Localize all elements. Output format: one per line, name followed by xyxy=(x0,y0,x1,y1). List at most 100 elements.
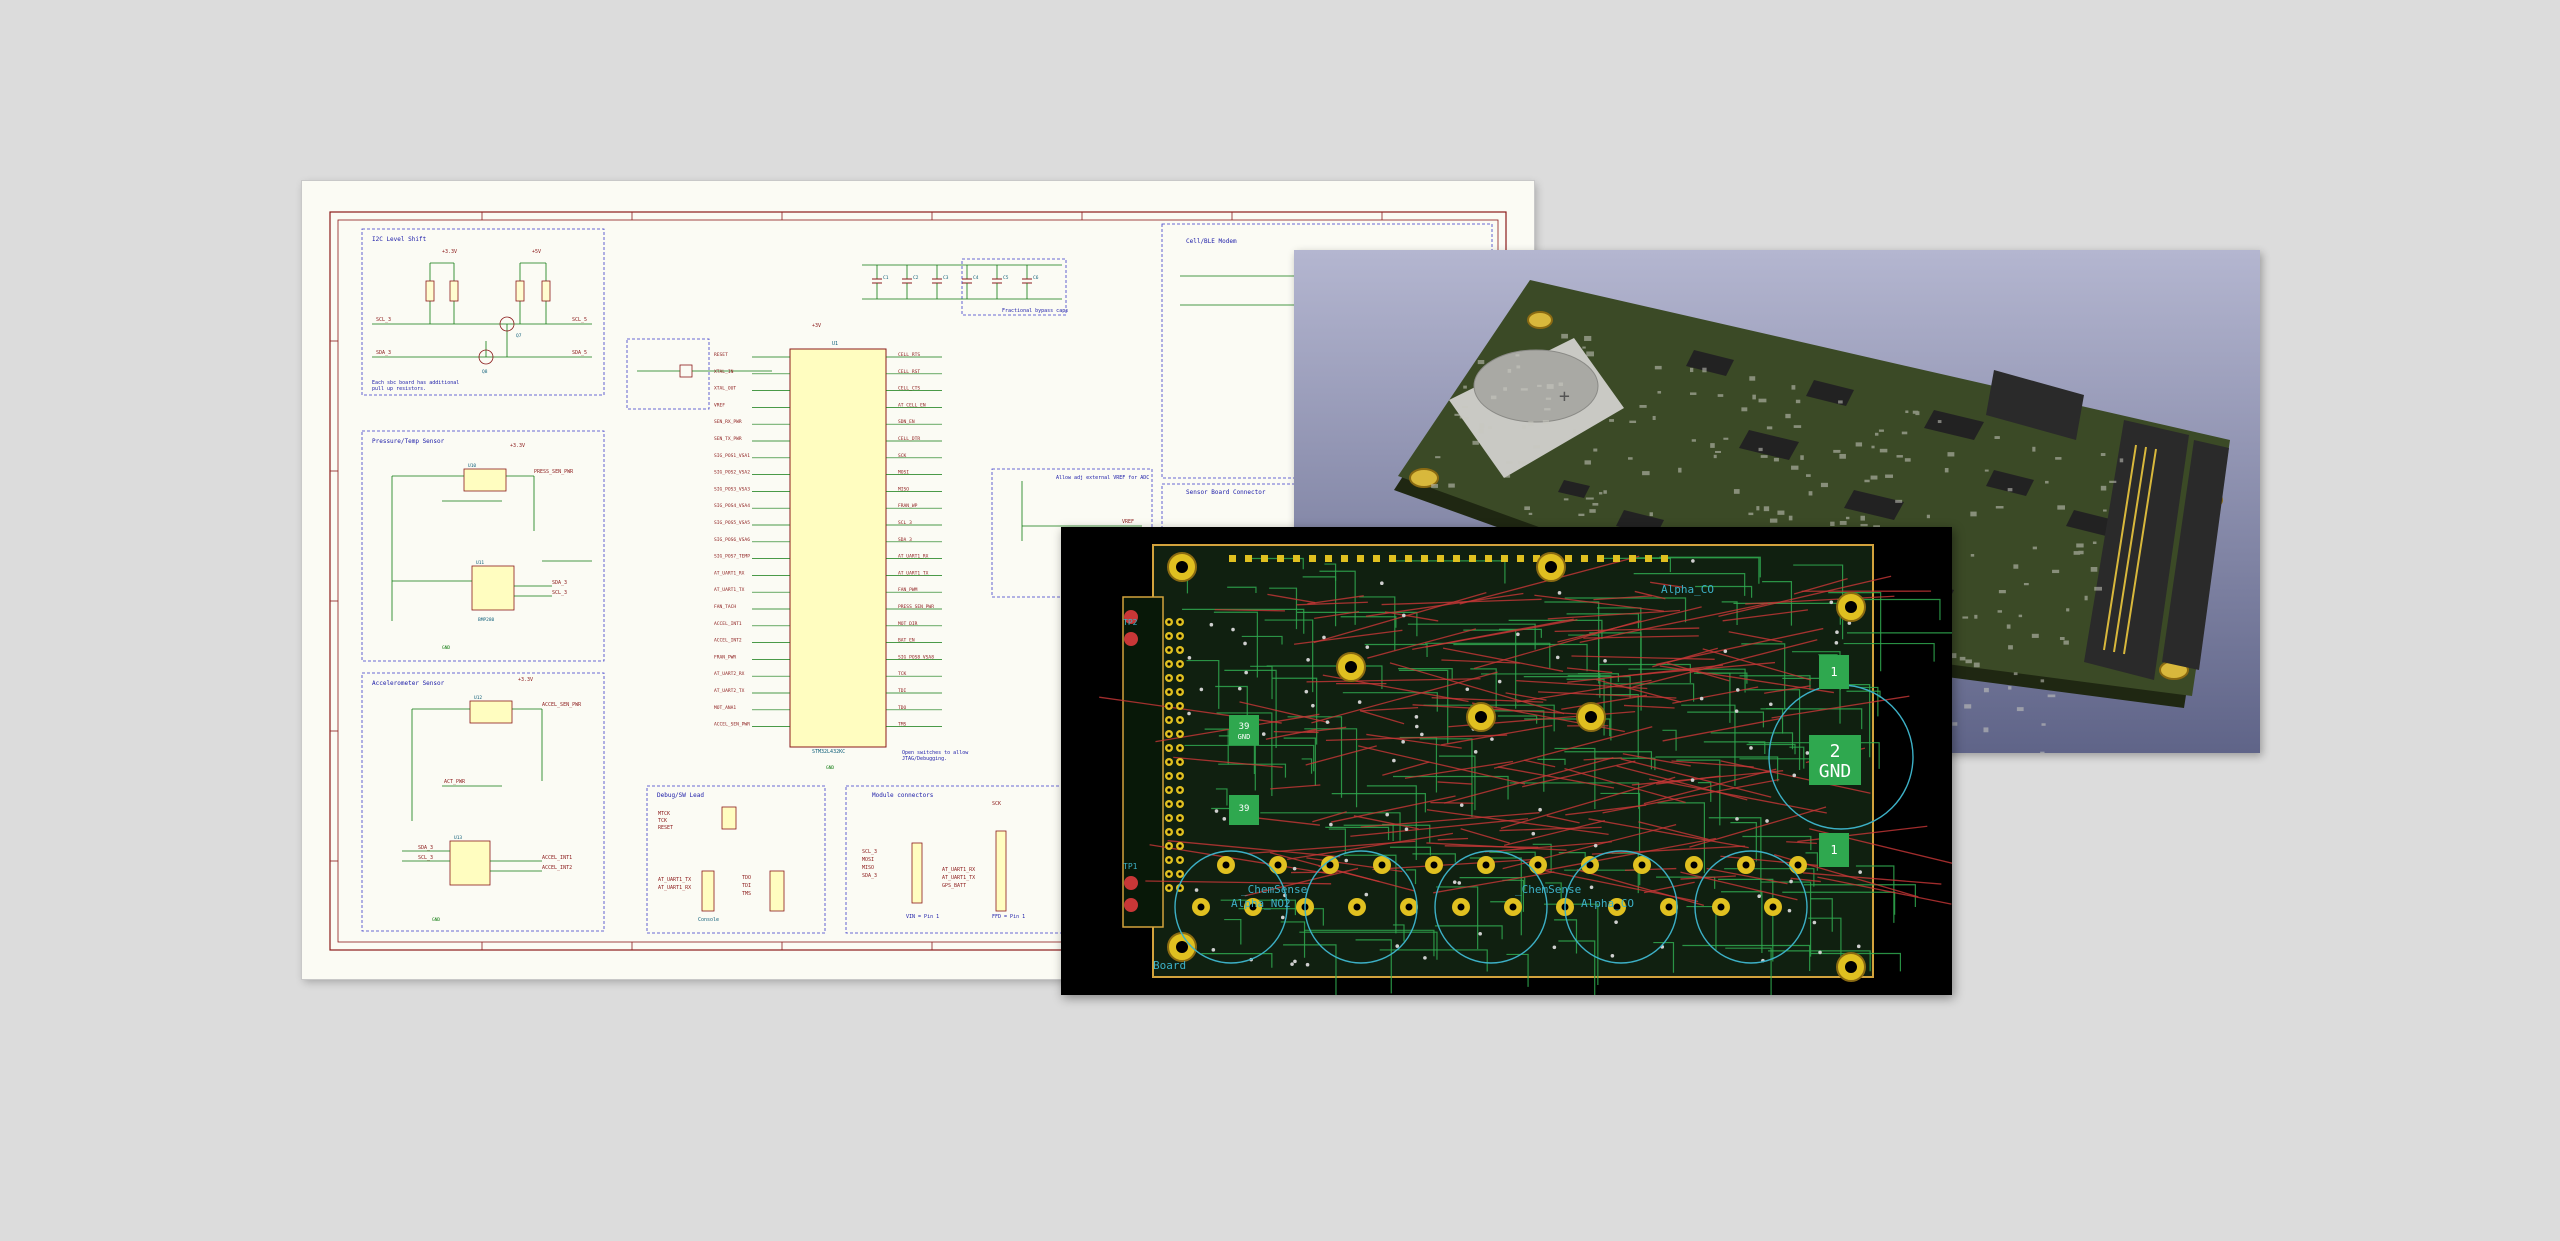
tp1-label: TP1 xyxy=(1123,862,1138,871)
silk-chemsense: _ChemSense xyxy=(1241,883,1307,896)
u10-ic xyxy=(463,468,507,492)
mcu-left-net: AT_UART2_RX xyxy=(714,671,745,677)
mcu-left-net: SIG_POS2_VSA2 xyxy=(714,470,750,476)
cap-ref: C3 xyxy=(943,275,949,281)
u39-top xyxy=(1229,715,1259,745)
mcu-right-net: SCL_3 xyxy=(898,520,912,526)
mcu-left-net: SIG_POS6_VSA6 xyxy=(714,537,750,543)
mcu-right-net: TDO xyxy=(898,705,907,711)
schematic-canvas: I2C Level Shift +3.3V +5V SCL_3 SDA_3 SC… xyxy=(329,211,1507,951)
i2c-note-2: pull up resistors. xyxy=(372,386,426,392)
mcu-right-net: CELL_CTS xyxy=(898,386,920,392)
mcu-right-net: AT_UART1_TX xyxy=(898,570,929,576)
svg-text:GND: GND xyxy=(826,765,834,771)
silk-alpha-co-top: Alpha_CO xyxy=(1661,583,1714,596)
svg-text:MISO: MISO xyxy=(862,865,874,871)
mcu-left-net: FRAN_PWR xyxy=(714,654,736,660)
svg-text:39: 39 xyxy=(1239,722,1250,732)
mcu-right-net: FAN_PWM xyxy=(898,587,918,593)
pressure-rail: +3.3V xyxy=(510,443,525,449)
mcu-left-net: SEN_RX_PWR xyxy=(714,419,742,425)
top-row-pads xyxy=(1229,555,1668,562)
accel-block-title: Accelerometer Sensor xyxy=(372,680,445,687)
svg-text:AT_UART1_RX: AT_UART1_RX xyxy=(658,885,691,891)
battery-holder: + xyxy=(1449,338,1624,478)
silk-alpha-no2: Alpha_NO2 xyxy=(1231,897,1291,910)
mcu-left-net: SIG_POS3_VSA3 xyxy=(714,486,750,492)
svg-text:MTCK: MTCK xyxy=(658,811,670,817)
tp2-label: TP2 xyxy=(1123,618,1138,627)
mcu-left-net: VREF xyxy=(714,402,725,408)
mcu-left-net: ACCEL_SEN_PWR xyxy=(714,722,750,728)
mcu-left-net: ACCEL_INT1 xyxy=(714,621,742,627)
rail-3v3: +3.3V xyxy=(442,249,457,255)
q8-ref: Q8 xyxy=(482,369,488,375)
sensor-footprints xyxy=(1174,684,1914,964)
cell-block-title: Cell/BLE Modem xyxy=(1186,238,1237,245)
svg-text:1: 1 xyxy=(1830,843,1837,857)
mcu-right-net: CELL_RTS xyxy=(898,352,920,358)
svg-text:39: 39 xyxy=(1239,804,1250,814)
svg-text:VREF: VREF xyxy=(1122,519,1134,525)
mcu-right-net: MOSI xyxy=(898,470,909,476)
mcu-right-net: SCK xyxy=(898,453,907,459)
jtag-note-2: JTAG/Debugging. xyxy=(902,756,947,762)
mcu-right-net-labels: CELL_RTSCELL_RSTCELL_CTSAT_CELL_ENSDN_EN… xyxy=(886,352,942,728)
mcu-left-net: XTAL_IN xyxy=(714,369,734,375)
mcu-right-net: SIG_POS8_VSA8 xyxy=(898,654,934,660)
cap-ref: C2 xyxy=(913,275,919,281)
svg-text:VIN = Pin 1: VIN = Pin 1 xyxy=(906,914,939,920)
mcu-right-net: TCK xyxy=(898,671,907,677)
svg-text:RESET: RESET xyxy=(658,825,673,831)
i2c-block-title: I2C Level Shift xyxy=(372,236,427,243)
module-connectors-block: Module connectors SCK MOSI MISO SCL_3 SD… xyxy=(845,785,1067,934)
svg-text:U11: U11 xyxy=(476,560,484,566)
crystal-block xyxy=(626,338,772,410)
svg-text:SCL_3: SCL_3 xyxy=(862,849,877,855)
mcu-left-net-labels: RESETXTAL_INXTAL_OUTVREFSEN_RX_PWRSEN_TX… xyxy=(714,352,790,728)
svg-text:GPS_BATT: GPS_BATT xyxy=(942,883,966,889)
svg-text:ACCEL_INT1: ACCEL_INT1 xyxy=(542,855,572,861)
mcu-right-net: FRAN_WP xyxy=(898,503,918,509)
gnd-pad xyxy=(1809,735,1861,785)
net-sda5: SDA_5 xyxy=(572,350,587,356)
mcu-left-net: SEN_TX_PWR xyxy=(714,436,742,442)
svg-text:U10: U10 xyxy=(468,463,476,469)
mcu-ref: U1 xyxy=(832,341,838,347)
mcu-left-net: ACCEL_INT2 xyxy=(714,638,742,644)
mcu-symbol: U1 STM32L432KC +3V GND RESETXTAL_INXTAL_… xyxy=(714,323,942,771)
svg-text:GND: GND xyxy=(442,645,450,651)
gnd-label: GND xyxy=(1819,761,1852,782)
mcu-left-net: AT_UART1_TX xyxy=(714,587,745,593)
svg-text:SCL_3: SCL_3 xyxy=(552,590,567,596)
mcu-right-net: TDI xyxy=(898,688,907,694)
mounting-pads xyxy=(1167,552,1866,982)
svg-text:ACT_PWR: ACT_PWR xyxy=(444,779,466,785)
svg-text:SCL_3: SCL_3 xyxy=(418,855,433,861)
mcu-right-net: CELL_DTR xyxy=(898,436,920,442)
cap-ref: C1 xyxy=(883,275,889,281)
svg-text:SDA_3: SDA_3 xyxy=(418,845,433,851)
svg-text:U13: U13 xyxy=(454,835,462,841)
svg-text:+3.3V: +3.3V xyxy=(518,677,533,683)
mcu-right-net: SDN_EN xyxy=(898,419,915,425)
svg-text:GND: GND xyxy=(432,917,440,923)
silk-chemsense-2: _ChemSense xyxy=(1515,883,1581,896)
module-block-title: Module connectors xyxy=(872,792,934,799)
pressure-block-title: Pressure/Temp Sensor xyxy=(372,438,445,445)
pcb-canvas: 2 GND 1 1 39 GND 39 Board Alpha_NO2 Alph… xyxy=(1099,544,1952,995)
header-pins xyxy=(2103,444,2157,655)
svg-text:TDI: TDI xyxy=(742,883,751,889)
svg-text:AT_UART1_RX: AT_UART1_RX xyxy=(942,867,975,873)
svg-text:TDO: TDO xyxy=(742,875,751,881)
svg-text:U12: U12 xyxy=(474,695,482,701)
cap-ref: C4 xyxy=(973,275,979,281)
cap-ref: C6 xyxy=(1033,275,1039,281)
battery-plus-icon: + xyxy=(1559,386,1570,407)
u39-bottom xyxy=(1229,795,1259,825)
pressure-temp-block: Pressure/Temp Sensor +3.3V U10 U11 BMP28… xyxy=(361,430,605,662)
mcu-right-net: CELL_RST xyxy=(898,369,920,375)
svg-text:TCK: TCK xyxy=(658,818,667,824)
mcu-left-net: SIG_POS7_TEMP xyxy=(714,554,750,560)
net-scl5: SCL_5 xyxy=(572,317,587,323)
